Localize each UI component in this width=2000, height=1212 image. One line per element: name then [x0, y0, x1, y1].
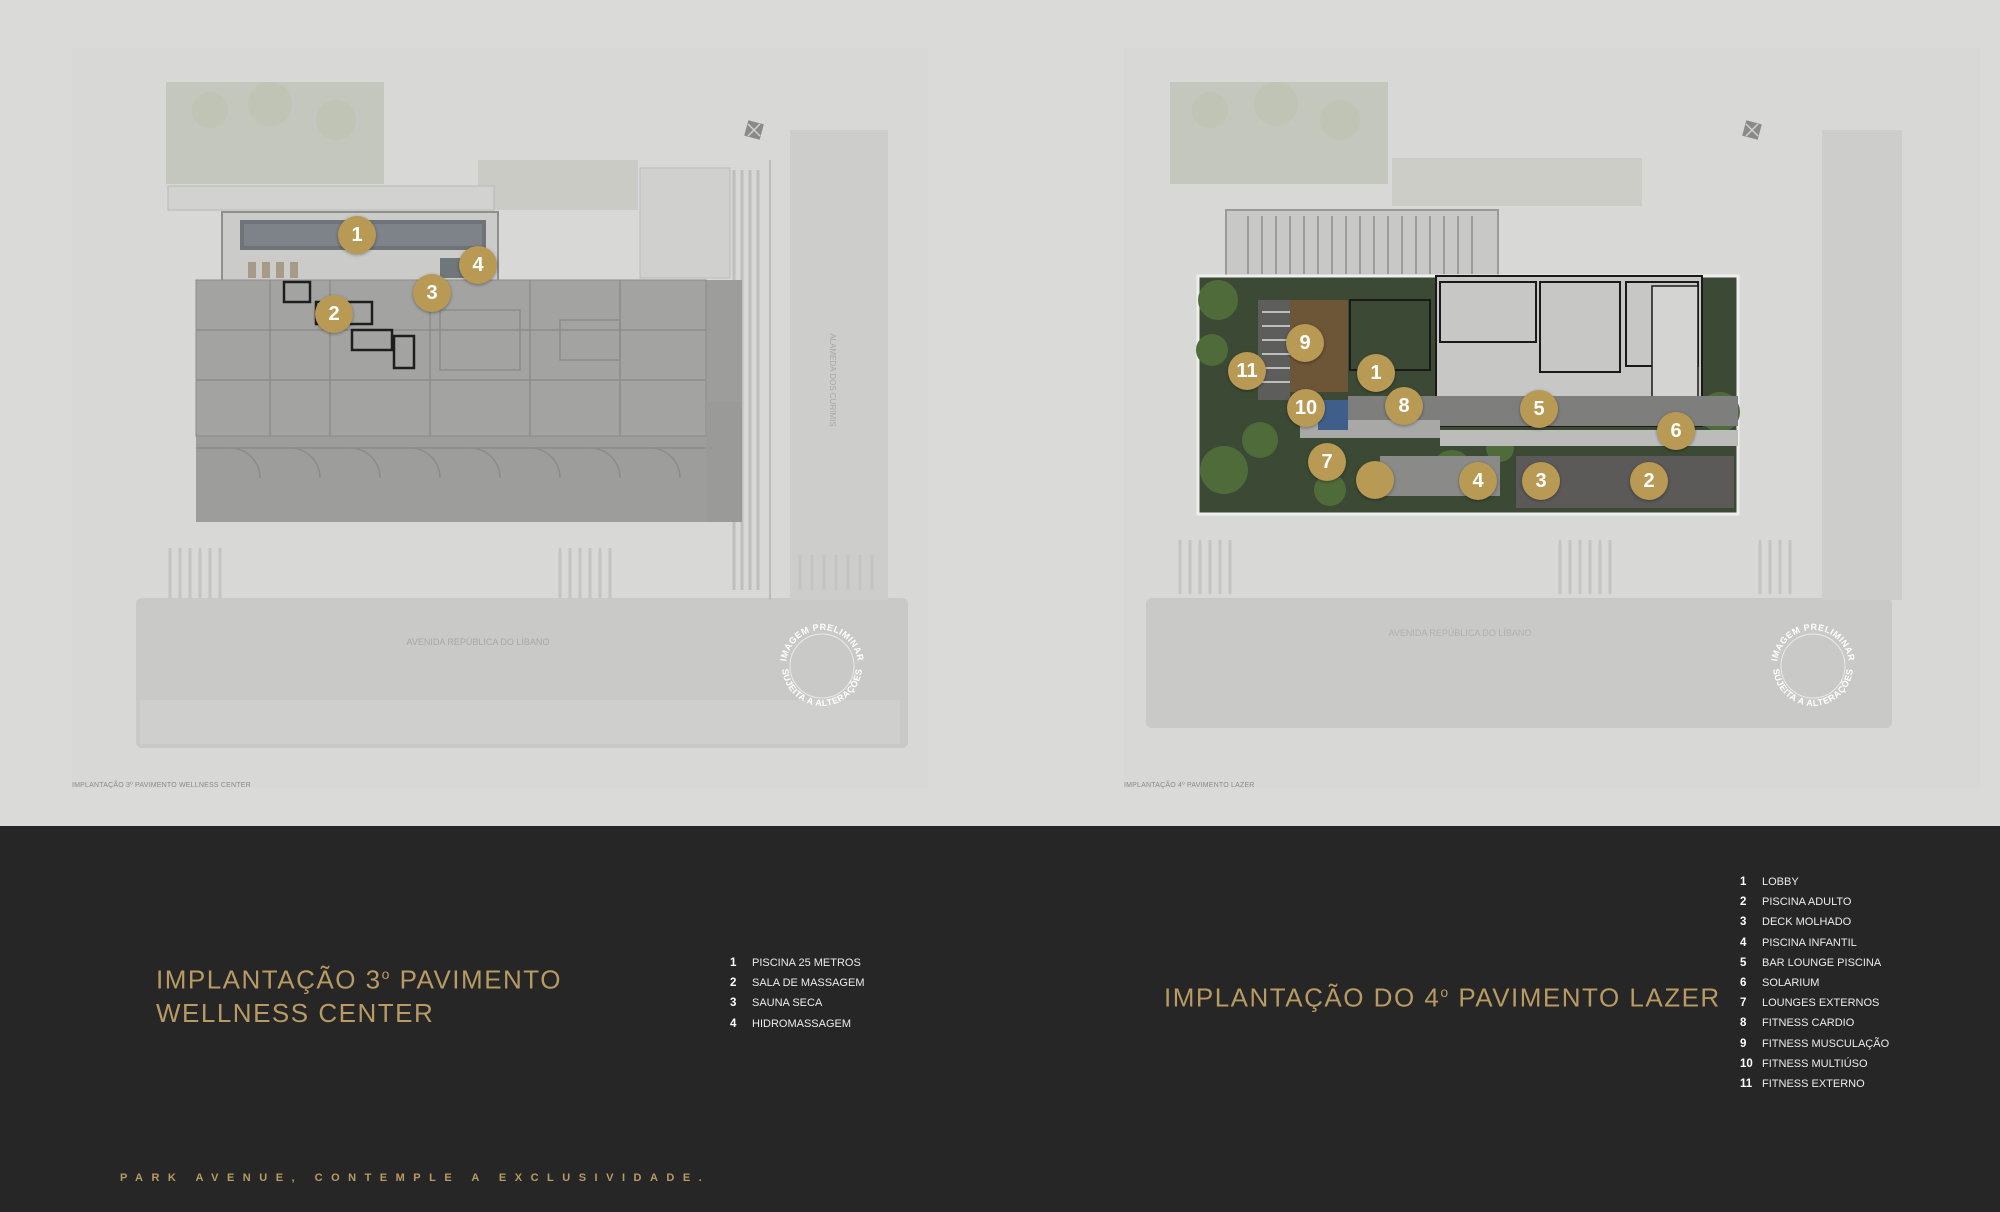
- legend-item: 3 SAUNA SECA: [730, 993, 864, 1013]
- legend-item: 1 LOBBY: [1740, 872, 1889, 892]
- side-street-label-left: ALAMEDA DOS CURIMIS: [828, 333, 837, 426]
- plan-right-marker-1[interactable]: 1: [1357, 354, 1395, 392]
- legend-number: 10: [1740, 1057, 1753, 1070]
- legend-label: PISCINA ADULTO: [1762, 896, 1852, 909]
- left-title-suffix: PAVIMENTO: [390, 964, 562, 995]
- legend-label: PISCINA 25 METROS: [752, 957, 861, 970]
- left-title-ordinal: o: [381, 966, 391, 982]
- left-legend: 1 PISCINA 25 METROS 2 SALA DE MASSAGEM 3 SA…: [730, 953, 864, 1034]
- left-plan-title: IMPLANTAÇÃO 3o PAVIMENTO WELLNESS CENTER: [156, 958, 562, 1030]
- plan-right-caption: IMPLANTAÇÃO 4º PAVIMENTO LAZER: [1124, 782, 1255, 789]
- plan-right-marker-1-anchor: [1356, 461, 1394, 499]
- legend-item: 5 BAR LOUNGE PISCINA: [1740, 953, 1889, 973]
- plan-right-marker-5[interactable]: 5: [1520, 390, 1558, 428]
- legend-label: FITNESS MUSCULAÇÃO: [1762, 1037, 1890, 1050]
- plan-left-marker-4[interactable]: 4: [459, 246, 497, 284]
- svg-text:SUJEITA A ALTERAÇÕES: SUJEITA A ALTERAÇÕES: [1771, 668, 1855, 708]
- legend-label: SAUNA SECA: [752, 997, 823, 1010]
- info-panel: [0, 826, 2000, 1212]
- legend-label: FITNESS MULTIÚSO: [1762, 1057, 1868, 1070]
- brand-tagline: PARK AVENUE, CONTEMPLE A EXCLUSIVIDADE.: [120, 1172, 711, 1184]
- legend-item: 11 FITNESS EXTERNO: [1740, 1074, 1889, 1094]
- plan-left-marker-1[interactable]: 1: [338, 216, 376, 254]
- legend-item: 7 LOUNGES EXTERNOS: [1740, 993, 1889, 1013]
- legend-label: FITNESS CARDIO: [1762, 1017, 1855, 1030]
- plan-right-marker-4[interactable]: 4: [1459, 462, 1497, 500]
- legend-number: 1: [1740, 876, 1747, 889]
- legend-label: SALA DE MASSAGEM: [752, 977, 865, 990]
- legend-item: 4 HIDROMASSAGEM: [730, 1014, 864, 1034]
- plan-3rd-floor: AVENIDA REPÚBLICA DO LÍBANO ALAMEDA DOS …: [0, 0, 1000, 826]
- legend-item: 3 DECK MOLHADO: [1740, 912, 1889, 932]
- legend-number: 4: [1740, 936, 1747, 949]
- street-label-left: AVENIDA REPÚBLICA DO LÍBANO: [407, 637, 550, 647]
- preliminary-image-stamp-right: IMAGEM PRELIMINAR SUJEITA A ALTERAÇÕES: [1769, 622, 1856, 708]
- legend-number: 3: [1740, 916, 1747, 929]
- legend-label: LOUNGES EXTERNOS: [1762, 997, 1880, 1010]
- legend-label: BAR LOUNGE PISCINA: [1762, 956, 1882, 969]
- legend-number: 8: [1740, 1017, 1747, 1030]
- legend-number: 1: [730, 957, 737, 970]
- stamp-line2-left: SUJEITA A ALTERAÇÕES: [780, 668, 863, 708]
- left-plan-title-line1: IMPLANTAÇÃO 3o PAVIMENTO: [156, 958, 562, 997]
- plan-left-caption: IMPLANTAÇÃO 3º PAVIMENTO WELLNESS CENTER: [72, 782, 251, 789]
- legend-number: 11: [1740, 1077, 1753, 1090]
- legend-label: FITNESS EXTERNO: [1762, 1077, 1865, 1090]
- plan-right-marker-8[interactable]: 8: [1385, 387, 1423, 425]
- legend-item: 4 PISCINA INFANTIL: [1740, 933, 1889, 953]
- plan-3rd-floor-drawing: AVENIDA REPÚBLICA DO LÍBANO ALAMEDA DOS …: [72, 48, 928, 788]
- preliminary-image-stamp-left: IMAGEM PRELIMINAR SUJEITA A ALTERAÇÕES: [778, 622, 865, 708]
- legend-label: SOLARIUM: [1762, 977, 1820, 990]
- legend-item: 6 SOLARIUM: [1740, 973, 1889, 993]
- plan-4th-floor: AVENIDA REPÚBLICA DO LÍBANO 1 2 3 4 5 6 …: [1000, 0, 2000, 826]
- stamp-line2-right: SUJEITA A ALTERAÇÕES: [1771, 668, 1854, 708]
- legend-item: 10 FITNESS MULTIÚSO: [1740, 1054, 1889, 1074]
- legend-label: LOBBY: [1762, 876, 1799, 889]
- legend-number: 9: [1740, 1037, 1747, 1050]
- legend-item: 2 PISCINA ADULTO: [1740, 892, 1889, 912]
- right-legend: 1 LOBBY 2 PISCINA ADULTO 3 DECK MOLHADO 4 PI…: [1740, 872, 1889, 1094]
- right-title-suffix: PAVIMENTO LAZER: [1449, 982, 1721, 1013]
- left-plan-title-line2: WELLNESS CENTER: [156, 997, 435, 1028]
- legend-number: 3: [730, 997, 737, 1010]
- legend-item: 1 PISCINA 25 METROS: [730, 953, 864, 973]
- right-title-prefix: IMPLANTAÇÃO DO 4: [1164, 982, 1441, 1013]
- plan-right-marker-3[interactable]: 3: [1522, 462, 1560, 500]
- plans-area: AVENIDA REPÚBLICA DO LÍBANO ALAMEDA DOS …: [0, 0, 2000, 826]
- plan-right-marker-2[interactable]: 2: [1630, 462, 1668, 500]
- legend-number: 2: [1740, 896, 1747, 909]
- svg-text:SUJEITA A ALTERAÇÕES: SUJEITA A ALTERAÇÕES: [780, 668, 864, 708]
- plan-right-marker-7[interactable]: 7: [1308, 443, 1346, 481]
- plan-right-marker-9[interactable]: 9: [1286, 324, 1324, 362]
- left-title-prefix: IMPLANTAÇÃO 3: [156, 964, 382, 995]
- street-label-right: AVENIDA REPÚBLICA DO LÍBANO: [1389, 628, 1532, 638]
- legend-item: 2 SALA DE MASSAGEM: [730, 973, 864, 993]
- legend-number: 6: [1740, 977, 1747, 990]
- plan-right-marker-6[interactable]: 6: [1657, 412, 1695, 450]
- plan-left-marker-3[interactable]: 3: [413, 274, 451, 312]
- right-title-ordinal: o: [1440, 984, 1450, 1000]
- plan-left-marker-2[interactable]: 2: [315, 295, 353, 333]
- legend-number: 7: [1740, 997, 1747, 1010]
- legend-number: 5: [1740, 956, 1747, 969]
- legend-label: HIDROMASSAGEM: [752, 1017, 852, 1030]
- legend-label: PISCINA INFANTIL: [1762, 936, 1857, 949]
- legend-number: 4: [730, 1017, 737, 1030]
- plan-right-marker-10[interactable]: 10: [1287, 389, 1325, 427]
- legend-number: 2: [730, 977, 737, 990]
- legend-item: 9 FITNESS MUSCULAÇÃO: [1740, 1034, 1889, 1054]
- legend-label: DECK MOLHADO: [1762, 916, 1852, 929]
- plan-right-marker-11[interactable]: 11: [1228, 352, 1266, 390]
- right-plan-title: IMPLANTAÇÃO DO 4o PAVIMENTO LAZER: [1164, 976, 1721, 1015]
- legend-item: 8 FITNESS CARDIO: [1740, 1013, 1889, 1033]
